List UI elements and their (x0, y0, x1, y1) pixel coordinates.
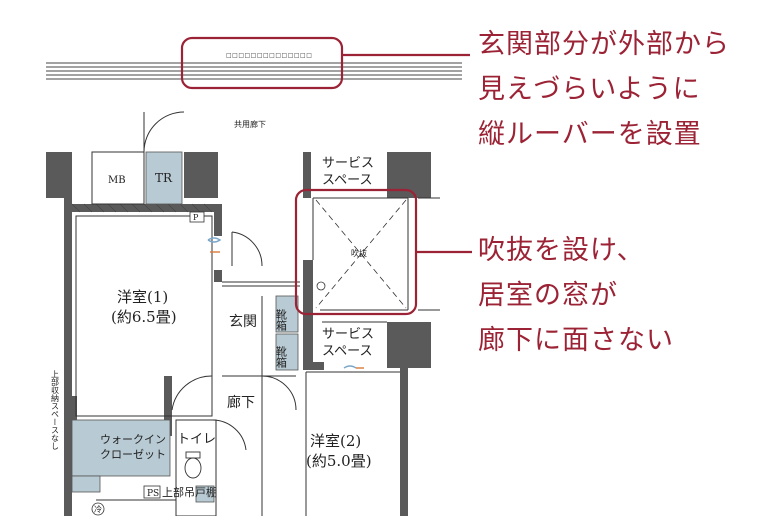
louver-callout: 玄関部分が外部から 見えづらいように 縦ルーバーを設置 (478, 22, 730, 157)
corridor-label: 共用廊下 (234, 119, 266, 129)
shoe-box-1-label: 靴箱 (275, 308, 288, 332)
louver-callout-line-2: 見えづらいように (478, 74, 701, 105)
side-note-label: 上部収納スペースなし (51, 370, 60, 450)
wall-hatch-top (71, 203, 213, 213)
service-space-top-2: スペース (322, 173, 372, 188)
western-room-1-name: 洋室(1) (117, 288, 168, 306)
shoe-box-2-label: 靴箱 (275, 345, 288, 369)
louver-highlight-box (180, 36, 344, 90)
louver-markings: □□□□□□□□□□□□□□ (226, 52, 313, 59)
entrance-label: 玄関 (229, 313, 257, 330)
mb-label: MB (108, 175, 126, 186)
hallway-label: 廊下 (227, 394, 255, 411)
void-callout-line-3: 廊下に面さない (478, 325, 674, 356)
void-callout-line-2: 居室の窓が (478, 280, 618, 311)
void-callout-line-1: 吹抜を設け、 (478, 235, 645, 266)
void-callout: 吹抜を設け、 居室の窓が 廊下に面さない (478, 228, 674, 363)
western-room-2-size: (約5.0畳) (306, 452, 372, 470)
western-room-1-size: (約6.5畳) (111, 308, 177, 326)
void-drain-icon (316, 281, 326, 291)
void-cross (315, 199, 407, 309)
bottom-mark-label: 冷 (94, 504, 102, 514)
service-space-bottom-2: スペース (322, 344, 372, 359)
toilet-fixture (184, 451, 202, 479)
airflow-marks (207, 237, 364, 369)
void-label: 吹抜 (351, 248, 367, 258)
louver-callout-line-3: 縦ルーバーを設置 (478, 119, 702, 150)
walk-in-closet-label-1: ウォークイン (100, 433, 166, 446)
walk-in-closet-label-2: クローゼット (100, 448, 166, 461)
bottom-mark-circle (91, 502, 105, 516)
toilet-label: トイレ (177, 432, 216, 447)
louver-callout-line-1: 玄関部分が外部から (478, 29, 730, 60)
walls (46, 152, 431, 516)
western-room-2-name: 洋室(2) (310, 432, 361, 450)
ps-label: PS (147, 489, 159, 499)
service-space-bottom-1: サービス (322, 327, 374, 342)
service-space-top-1: サービス (322, 156, 374, 171)
fixtures (71, 151, 299, 503)
tr-label: TR (155, 171, 173, 185)
upper-cabinet-label: 上部吊戸棚 (162, 485, 217, 499)
p-label: P (193, 213, 199, 222)
plan-outlines (75, 151, 440, 516)
corridor-rails (46, 62, 462, 80)
door-swings (109, 111, 297, 451)
